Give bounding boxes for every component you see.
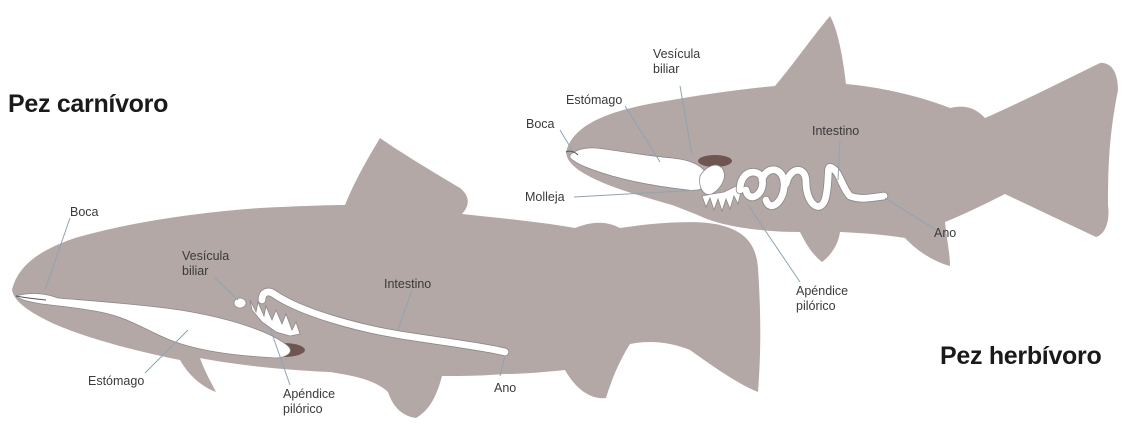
carnivore-fish-title: Pez carnívoro <box>8 90 168 118</box>
carnivore-label-vesicula-line2: biliar <box>182 264 208 278</box>
herbivore-fish-title: Pez herbívoro <box>940 342 1101 370</box>
herbivore-label-vesicula-line1: Vesícula <box>653 47 700 61</box>
carnivore-label-boca: Boca <box>70 205 99 219</box>
herbivore-label-vesicula-line2: biliar <box>653 62 679 76</box>
carnivore-label-estomago: Estómago <box>88 374 144 388</box>
herbivore-label-estomago: Estómago <box>566 93 622 107</box>
carnivore-label-intestino: Intestino <box>384 277 431 291</box>
carnivore-label-apendice-line1: Apéndice <box>283 387 335 401</box>
carnivore-label-apendice-line2: pilórico <box>283 402 323 416</box>
herbivore-label-apendice-line1: Apéndice <box>796 284 848 298</box>
herbivore-label-apendice-line2: pilórico <box>796 299 836 313</box>
herbivore-label-intestino: Intestino <box>812 124 859 138</box>
herbivore-label-boca: Boca <box>526 117 555 131</box>
carnivore-gall-bladder <box>234 298 246 308</box>
carnivore-label-ano: Ano <box>494 381 516 395</box>
herbivore-label-molleja: Molleja <box>525 190 565 204</box>
herbivore-label-ano: Ano <box>934 226 956 240</box>
carnivore-label-vesicula-line1: Vesícula <box>182 249 229 263</box>
